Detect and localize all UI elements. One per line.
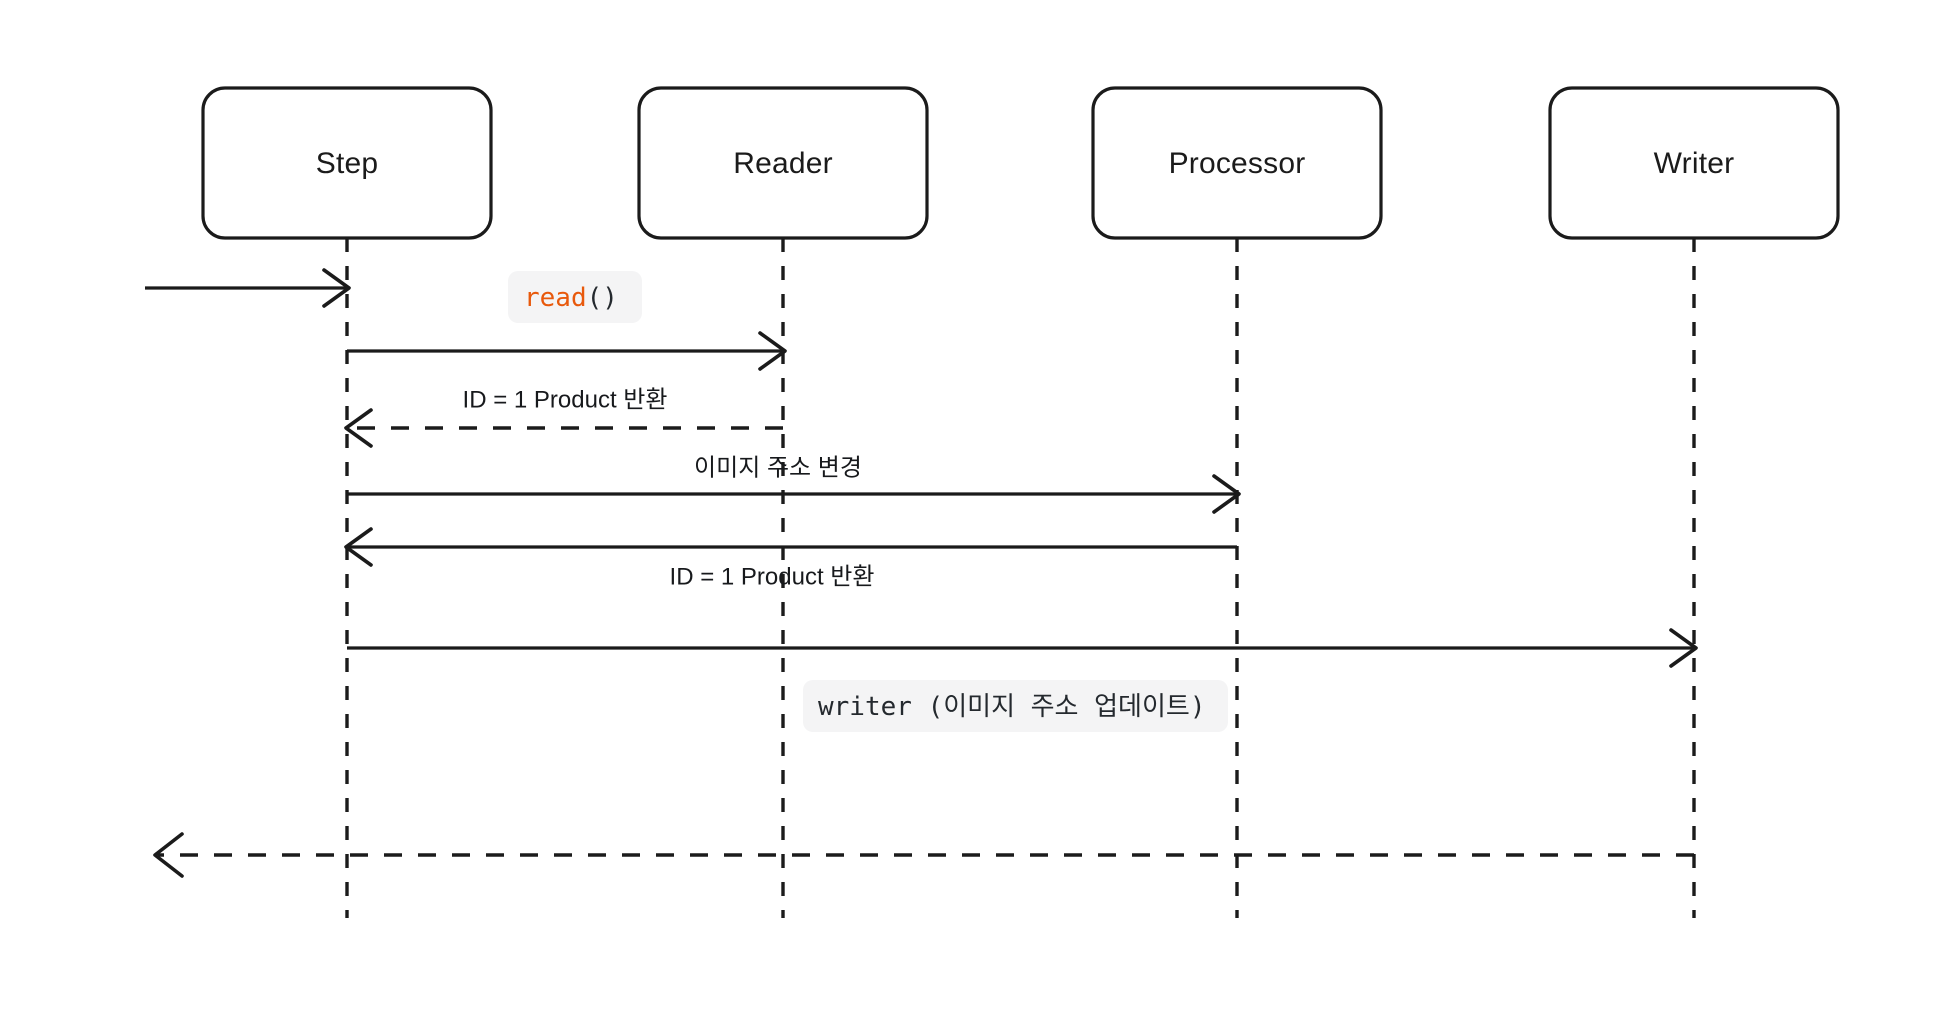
messages-layer: Step (dashed return) --> ID = 1 Product … <box>145 268 1698 878</box>
message-entry-into-step[interactable] <box>145 268 351 308</box>
note-text-writer: writer (이미지 주소 업데이트) <box>818 692 1205 722</box>
message-label-step-to-processor: 이미지 주소 변경 <box>694 454 862 481</box>
arrowhead-right-step-to-writer <box>1669 628 1698 668</box>
arrowhead-right-entry <box>322 268 351 308</box>
lifelines-layer <box>345 238 1696 918</box>
note-writer[interactable]: writer (이미지 주소 업데이트) <box>803 680 1228 732</box>
participant-reader[interactable]: Reader <box>637 86 929 240</box>
note-background-read <box>508 271 642 323</box>
participant-box-reader[interactable] <box>637 86 929 240</box>
message-exit-from-writer[interactable] <box>153 832 1694 878</box>
message-step-to-writer[interactable] <box>347 628 1698 668</box>
participant-box-processor[interactable] <box>1091 86 1383 240</box>
participant-label-reader: Reader <box>733 147 833 180</box>
participant-box-step[interactable] <box>201 86 493 240</box>
participant-label-writer: Writer <box>1654 147 1735 180</box>
message-reader-to-step-return[interactable]: ID = 1 Product 반환 <box>344 386 783 448</box>
note-background-writer <box>803 680 1228 732</box>
participant-box-writer[interactable] <box>1548 86 1840 240</box>
arrowhead-right-step-to-reader <box>758 331 787 371</box>
participant-step[interactable]: Step <box>201 86 493 240</box>
participant-processor[interactable]: Processor <box>1091 86 1383 240</box>
note-read[interactable]: read() <box>508 271 642 323</box>
note-read-fn-name: read <box>524 283 587 313</box>
arrowhead-left-exit <box>153 832 184 878</box>
notes-layer: read() writer (이미지 주소 업데이트) <box>508 271 1228 732</box>
message-step-to-reader[interactable] <box>347 331 787 371</box>
note-text-read: read() <box>524 283 618 313</box>
message-processor-to-step[interactable]: ID = 1 Product 반환 <box>344 527 1237 590</box>
note-read-parens: () <box>587 283 618 313</box>
arrowhead-right-step-to-processor <box>1212 474 1241 514</box>
participant-boxes-layer: Step Reader Processor Writer <box>201 86 1840 240</box>
participant-label-step: Step <box>316 147 379 180</box>
arrowhead-left-reader-to-step <box>344 408 373 448</box>
message-label-processor-return: ID = 1 Product 반환 <box>670 563 875 590</box>
participant-label-processor: Processor <box>1169 147 1306 180</box>
participant-writer[interactable]: Writer <box>1548 86 1840 240</box>
arrowhead-left-processor-to-step <box>344 527 373 567</box>
message-label-reader-return: ID = 1 Product 반환 <box>463 386 668 413</box>
note-writer-content: writer (이미지 주소 업데이트) <box>818 692 1205 722</box>
message-step-to-processor[interactable]: 이미지 주소 변경 <box>347 454 1241 514</box>
